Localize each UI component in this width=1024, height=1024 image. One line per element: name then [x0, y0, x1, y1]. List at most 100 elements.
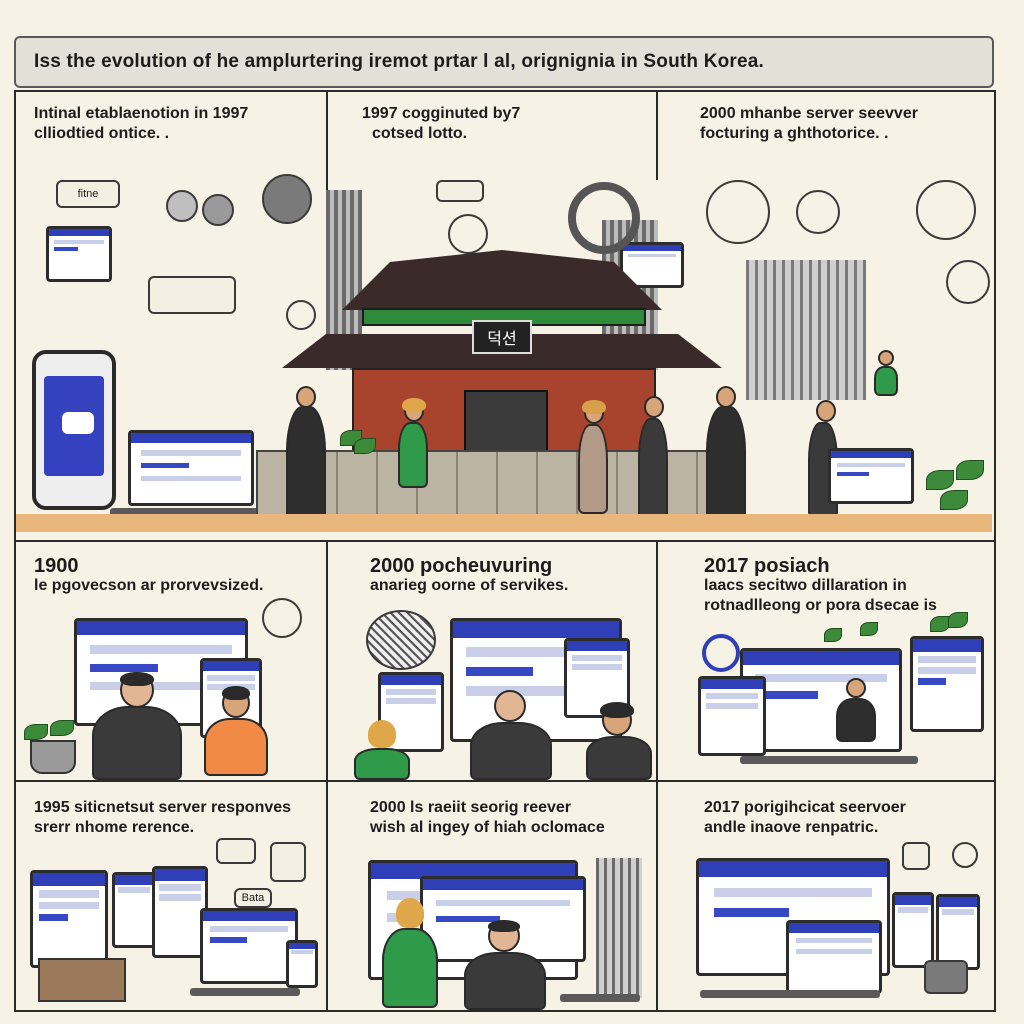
phone-screen: [44, 376, 104, 476]
swirl-icon: [448, 214, 488, 254]
plant-right: [916, 440, 996, 520]
monitor-panel7-a: [30, 870, 108, 968]
divider-row2: [14, 780, 996, 782]
monitor-panel8-b: [420, 876, 586, 962]
divider-row1: [14, 540, 996, 542]
person-panel4-b: [204, 686, 268, 778]
keyboard-panel8: [560, 994, 640, 1002]
panel1-text: Intinal etablaenotion in 1997 clliodtied…: [34, 104, 248, 144]
building-cluster: [746, 260, 866, 400]
monitor-panel7-b: [200, 908, 298, 984]
person-robed: [286, 386, 326, 520]
tablet-panel6: [698, 676, 766, 756]
tag-bata: Bata: [234, 888, 272, 908]
panel3-line2: focturing a ghthotorice. .: [700, 125, 889, 142]
divider-v2-top: [656, 90, 658, 180]
tag-fitne: fitne: [56, 180, 120, 208]
panel1-line1: Intinal etablaenotion in 1997: [34, 105, 249, 122]
divider-v1-bottom: [326, 540, 328, 1010]
panel3-text: 2000 mhanbe server seevver focturing a g…: [700, 104, 918, 144]
gear-icon: [202, 194, 234, 226]
panel4-line2: le pgovecson ar prorvevsized.: [34, 577, 264, 594]
camera-icon: [924, 960, 968, 994]
panel6-year: 2017 posiach: [704, 555, 830, 577]
person-panel8-b: [464, 920, 546, 1010]
person-tan: [576, 400, 610, 520]
monitor-portrait-panel6: [910, 636, 984, 732]
tag-box: [270, 842, 306, 882]
chat-icon: [62, 412, 94, 434]
panel7-line2: srerr nhome rerence.: [34, 819, 195, 836]
person-panel6: [836, 678, 876, 742]
monitor-small: [46, 226, 112, 282]
laptop-panel9: [786, 920, 882, 994]
panel9-text: 2017 porigihcicat seervoer andle inaove …: [704, 798, 906, 838]
keyboard-panel9: [700, 990, 880, 998]
divider-v1-top: [326, 90, 328, 210]
disc-icon: [262, 174, 312, 224]
person-panel8-a: [382, 898, 438, 1010]
keyboard-panel7: [190, 988, 300, 996]
panel5-line2: anarieg oorne of servikes.: [370, 577, 569, 594]
swirl-icon: [916, 180, 976, 240]
divider-v2-bottom: [656, 540, 658, 1010]
divider-top: [14, 90, 996, 92]
leaf-icon: [824, 628, 842, 642]
flower-icon: [952, 842, 978, 868]
gear-icon: [166, 190, 198, 222]
plant-left: [336, 420, 376, 460]
panel6-text: 2017 posiach laacs secitwo dillaration i…: [704, 556, 937, 616]
spiral-icon: [702, 634, 740, 672]
tag-fitne-label: fitne: [77, 188, 99, 200]
hanok-sign: 덕션: [472, 320, 532, 354]
tag-bata-label: Bata: [241, 892, 265, 904]
plant-panel4: [22, 716, 80, 774]
panel5-year: 2000 pocheuvuring: [370, 555, 553, 577]
ground: [16, 514, 992, 532]
swirl-icon: [946, 260, 990, 304]
phone-panel7: [286, 940, 318, 988]
spiral-icon: [568, 182, 640, 254]
panel9-line1: 2017 porigihcicat seervoer: [704, 799, 906, 816]
person-panel5-a: [470, 690, 552, 780]
tablet-panel9-b: [936, 894, 980, 970]
person-panel5-c: [586, 702, 652, 780]
panel8-line2: wish al ingey of hiah oclomace: [370, 819, 605, 836]
tablet-panel9-a: [892, 892, 934, 968]
globe-icon: [262, 598, 302, 638]
panel1-line2: clliodtied ontice. .: [34, 125, 170, 142]
person-dark: [638, 396, 668, 520]
panel2-line2: cotsed lotto.: [372, 125, 468, 142]
panel2-line1: 1997 cogginuted by7: [362, 105, 521, 122]
divider-left: [14, 90, 16, 1012]
keyboard-panel6: [740, 756, 918, 764]
panel5-text: 2000 pocheuvuring anarieg oorne of servi…: [370, 556, 568, 596]
panel7-line1: 1995 siticnetsut server responves: [34, 799, 292, 816]
smartphone: [32, 350, 116, 510]
title-bar: Iss the evolution of he amplurtering ire…: [14, 36, 994, 88]
globe-icon: [366, 610, 436, 670]
tag-box: [902, 842, 930, 870]
person-green: [396, 398, 430, 520]
divider-bottom: [14, 1010, 996, 1012]
laptop-screen: [128, 430, 254, 506]
swirl-icon: [796, 190, 840, 234]
box-icon: [148, 276, 236, 314]
spiral-icon: [286, 300, 316, 330]
panel2-text: 1997 cogginuted by7 cotsed lotto.: [362, 104, 520, 144]
panel4-text: 1900 le pgovecson ar prorvevsized.: [34, 556, 263, 596]
leaf-icon: [860, 622, 878, 636]
panel9-line2: andle inaove renpatric.: [704, 819, 879, 836]
tower-panel8: [596, 858, 642, 998]
panel6-line2: laacs secitwo dillaration in: [704, 577, 907, 594]
panel6-line3: rotnadlleong or pora dsecae is: [704, 597, 937, 614]
tag-box: [216, 838, 256, 864]
person-panel4-a: [92, 672, 182, 780]
hanok-sign-text: 덕션: [487, 331, 517, 348]
tablet-panel5-left: [378, 672, 444, 752]
panel3-line1: 2000 mhanbe server seevver: [700, 105, 918, 122]
plant-panel6: [930, 612, 970, 636]
monitor-right: [828, 448, 914, 504]
swirl-icon: [706, 180, 770, 244]
crate: [38, 958, 126, 1002]
